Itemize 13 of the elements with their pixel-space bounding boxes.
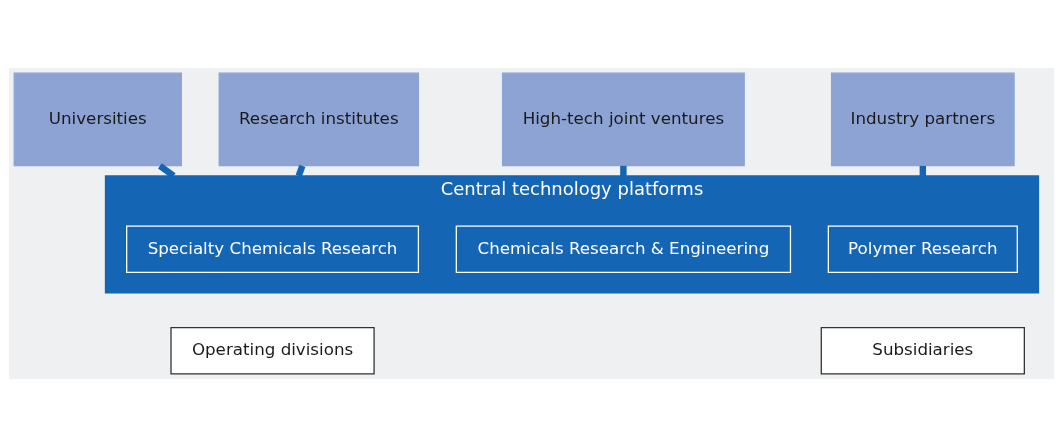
node-box: Universities [13,72,182,167]
connector [158,163,176,179]
node-box: Specialty Chemicals Research [126,225,420,273]
node-box: Operating divisions [170,326,375,375]
node-box: Polymer Research [827,225,1018,273]
node-box: Subsidiaries [820,326,1025,375]
node-box: Chemicals Research & Engineering [455,225,792,273]
node-box: Industry partners [830,72,1015,167]
connector [919,165,927,176]
node-box: High-tech joint ventures [501,72,745,167]
connector [620,165,627,176]
connector [295,164,306,178]
node-box: Research institutes [218,72,420,167]
